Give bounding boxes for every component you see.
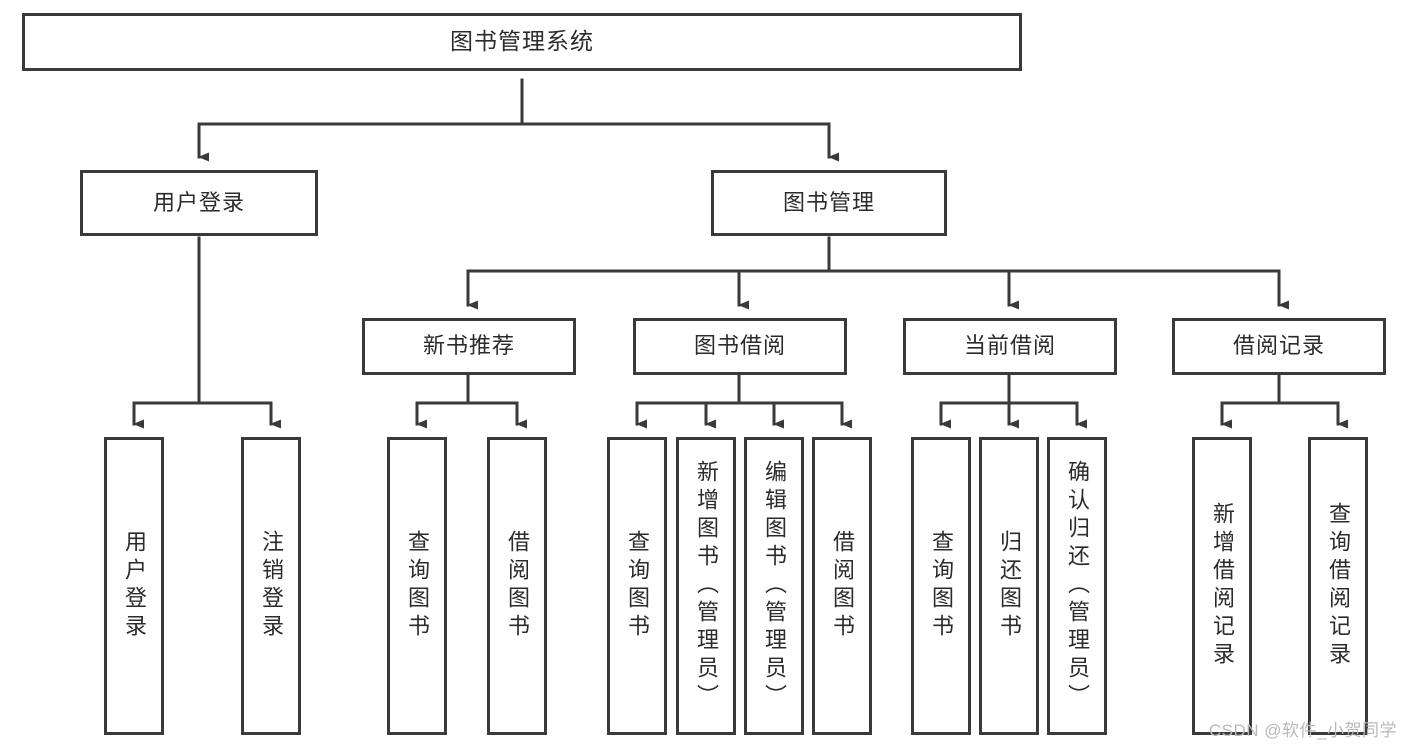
node-leaf-borrow-book[interactable]: 借阅图书 bbox=[812, 437, 872, 735]
node-leaf-add-borrow-record[interactable]: 新增借阅记录 bbox=[1192, 437, 1252, 735]
node-label: 新增借阅记录 bbox=[1210, 502, 1235, 670]
node-label: 新书推荐 bbox=[422, 333, 515, 359]
node-label: 查询图书 bbox=[405, 530, 430, 642]
node-root-book-management-system[interactable]: 图书管理系统 bbox=[22, 13, 1022, 71]
node-label: 图书借阅 bbox=[693, 333, 786, 359]
node-label: 归还图书 bbox=[997, 530, 1022, 642]
node-label: 当前借阅 bbox=[963, 333, 1056, 359]
node-leaf-logout[interactable]: 注销登录 bbox=[241, 437, 301, 735]
node-leaf-borrow-book-recommend[interactable]: 借阅图书 bbox=[487, 437, 547, 735]
node-label: 确认归还（管理员） bbox=[1065, 460, 1090, 712]
node-user-login[interactable]: 用户登录 bbox=[80, 170, 318, 236]
node-label: 用户登录 bbox=[122, 530, 147, 642]
node-label: 图书管理系统 bbox=[450, 28, 594, 55]
node-leaf-query-book-current[interactable]: 查询图书 bbox=[911, 437, 971, 735]
node-leaf-query-borrow-record[interactable]: 查询借阅记录 bbox=[1308, 437, 1368, 735]
node-label: 查询图书 bbox=[625, 530, 650, 642]
node-label: 查询图书 bbox=[929, 530, 954, 642]
node-label: 借阅图书 bbox=[505, 530, 530, 642]
node-leaf-query-book-recommend[interactable]: 查询图书 bbox=[387, 437, 447, 735]
node-label: 编辑图书（管理员） bbox=[762, 460, 787, 712]
node-leaf-return-book[interactable]: 归还图书 bbox=[979, 437, 1039, 735]
node-label: 用户登录 bbox=[152, 189, 245, 215]
node-label: 借阅记录 bbox=[1232, 333, 1325, 359]
node-current-borrow[interactable]: 当前借阅 bbox=[903, 318, 1117, 375]
node-leaf-edit-book-admin[interactable]: 编辑图书（管理员） bbox=[744, 437, 804, 735]
node-label: 借阅图书 bbox=[830, 530, 855, 642]
node-leaf-confirm-return-admin[interactable]: 确认归还（管理员） bbox=[1047, 437, 1107, 735]
node-label: 注销登录 bbox=[259, 530, 284, 642]
node-borrow-records[interactable]: 借阅记录 bbox=[1172, 318, 1386, 375]
node-label: 新增图书（管理员） bbox=[694, 460, 719, 712]
node-leaf-query-book-borrow[interactable]: 查询图书 bbox=[607, 437, 667, 735]
node-book-management[interactable]: 图书管理 bbox=[711, 170, 947, 236]
node-leaf-user-login[interactable]: 用户登录 bbox=[104, 437, 164, 735]
node-label: 查询借阅记录 bbox=[1326, 502, 1351, 670]
node-label: 图书管理 bbox=[782, 189, 875, 215]
node-new-book-recommend[interactable]: 新书推荐 bbox=[362, 318, 576, 375]
node-leaf-add-book-admin[interactable]: 新增图书（管理员） bbox=[676, 437, 736, 735]
node-book-borrow[interactable]: 图书借阅 bbox=[633, 318, 847, 375]
